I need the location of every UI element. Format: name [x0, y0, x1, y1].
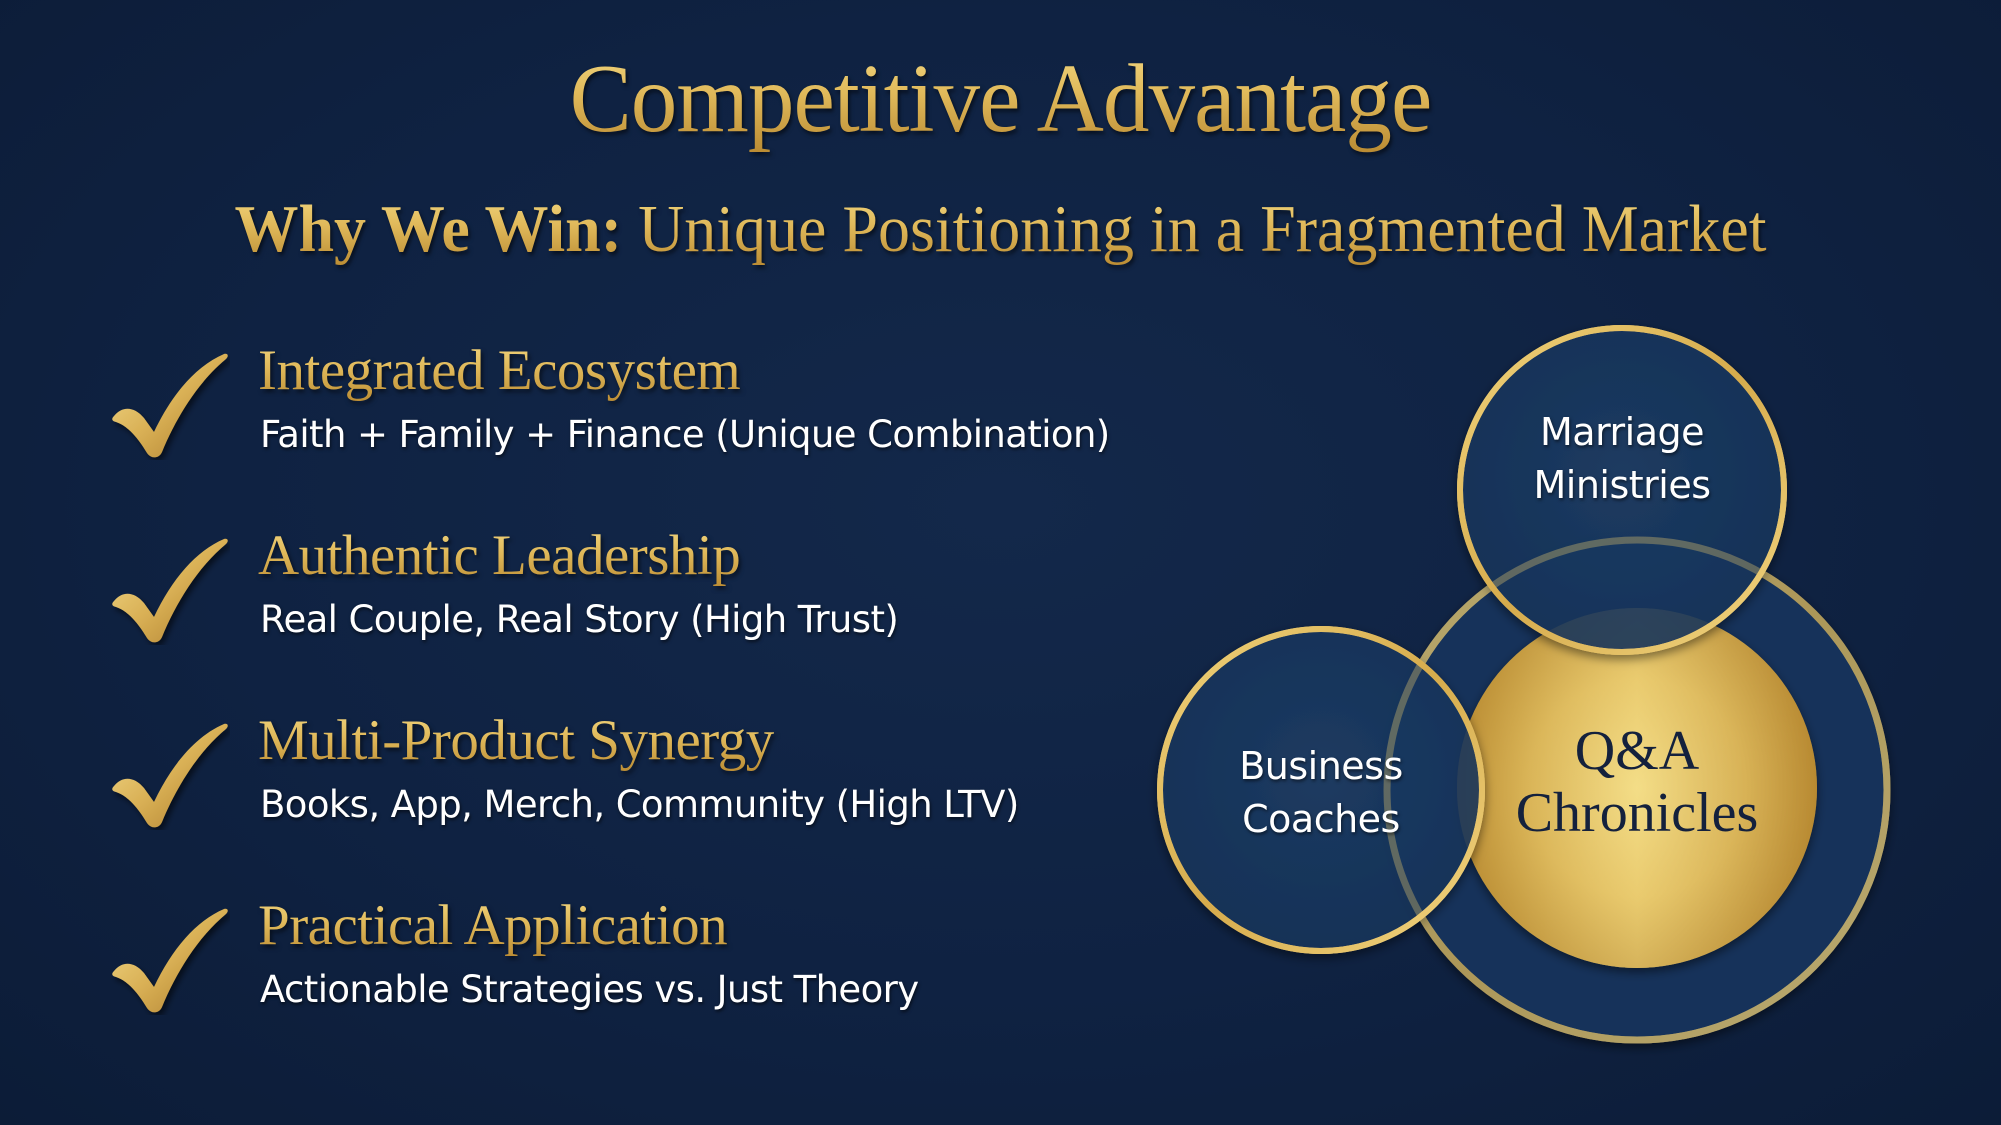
- subtitle-lead: Why We Win:: [234, 192, 623, 266]
- venn-top-label: Marriage Ministries: [1522, 406, 1722, 512]
- check-icon: [112, 723, 228, 828]
- advantage-description: Real Couple, Real Story (High Trust): [260, 598, 899, 641]
- check-icon: [112, 353, 228, 458]
- venn-diagram: Marriage Ministries Business Coaches Q&A…: [1140, 310, 1920, 1070]
- check-icon: [112, 538, 228, 643]
- venn-left-label: Business Coaches: [1221, 740, 1421, 846]
- advantage-description: Actionable Strategies vs. Just Theory: [260, 968, 919, 1011]
- advantage-heading: Integrated Ecosystem: [258, 339, 741, 402]
- top-circle-ring: [1457, 325, 1787, 655]
- advantage-item-multi-product-synergy: Multi-Product Synergy Books, App, Merch,…: [0, 709, 1100, 892]
- advantage-description: Books, App, Merch, Community (High LTV): [260, 783, 1019, 826]
- venn-core-line1: Q&A: [1574, 720, 1700, 782]
- venn-left-line1: Business: [1239, 744, 1403, 788]
- venn-top-line1: Marriage: [1540, 410, 1705, 454]
- advantage-item-integrated-ecosystem: Integrated Ecosystem Faith + Family + Fi…: [0, 339, 1110, 522]
- core-gold-glow: [1457, 608, 1817, 968]
- venn-core-line2: Chronicles: [1515, 782, 1759, 844]
- venn-left-line2: Coaches: [1242, 797, 1400, 841]
- subtitle-rest: Unique Positioning in a Fragmented Marke…: [622, 192, 1767, 266]
- check-icon: [112, 908, 228, 1013]
- slide-subtitle: Why We Win: Unique Positioning in a Frag…: [45, 190, 1956, 268]
- slide-title: Competitive Advantage: [50, 44, 1951, 154]
- left-circle-ring: [1157, 626, 1485, 954]
- advantage-heading: Authentic Leadership: [258, 524, 741, 587]
- outer-ring-overlay: [1383, 536, 1891, 1044]
- advantage-heading: Multi-Product Synergy: [258, 709, 774, 772]
- advantage-description: Faith + Family + Finance (Unique Combina…: [260, 413, 1110, 456]
- venn-top-line2: Ministries: [1533, 463, 1711, 507]
- advantage-heading: Practical Application: [258, 894, 728, 957]
- advantage-item-authentic-leadership: Authentic Leadership Real Couple, Real S…: [0, 524, 1100, 707]
- venn-graphic: [1157, 325, 1891, 1044]
- venn-core-label: Q&A Chronicles: [1487, 720, 1787, 844]
- advantage-item-practical-application: Practical Application Actionable Strateg…: [0, 894, 1100, 1077]
